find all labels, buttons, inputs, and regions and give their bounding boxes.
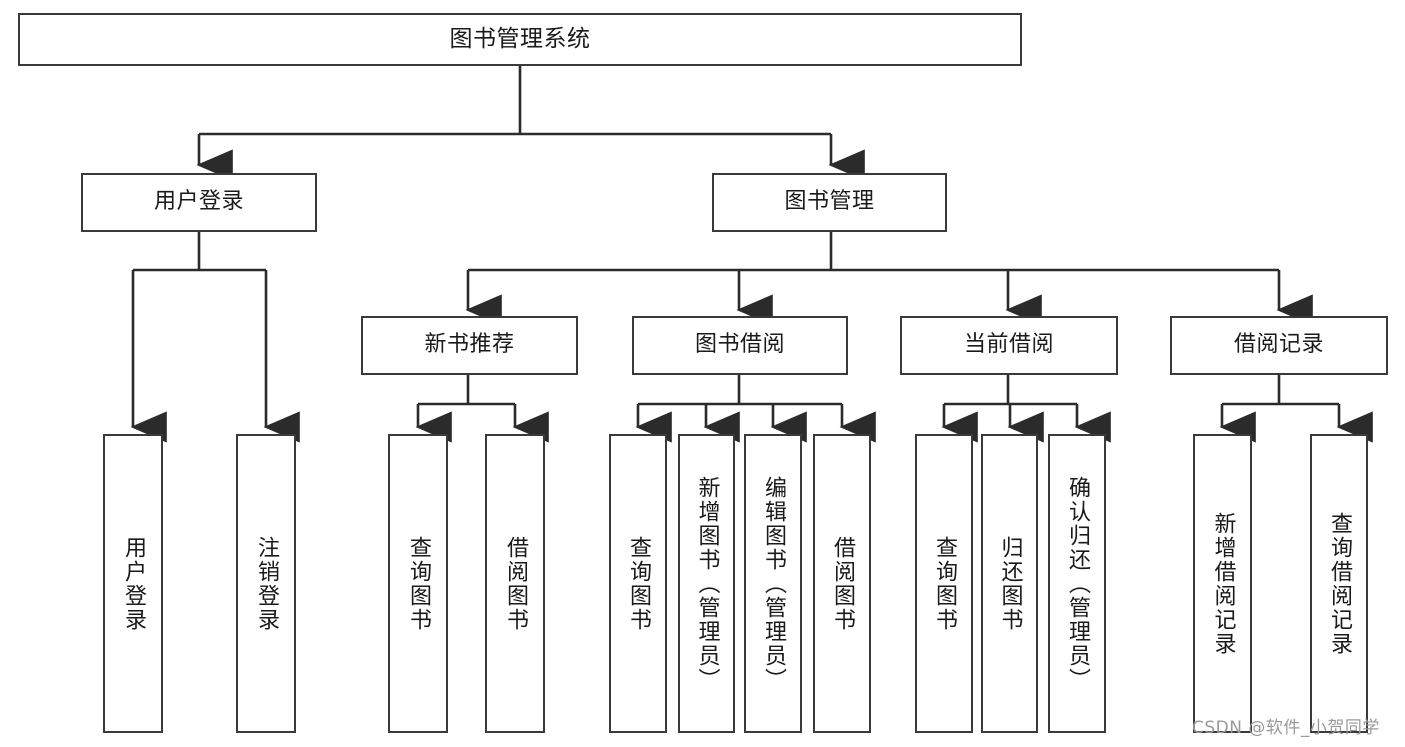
node-label: 新增借阅记录 (1210, 511, 1236, 656)
node-label: 查询图书 (626, 535, 651, 632)
node-new-book-recommend[interactable]: 新书推荐 (361, 316, 578, 375)
leaf-user-login-login[interactable]: 用户登录 (103, 434, 163, 733)
node-label: 确认归还（管理员） (1065, 475, 1090, 692)
node-label: 查询图书 (932, 535, 957, 632)
leaf-current-borrow-confirm-return-admin[interactable]: 确认归还（管理员） (1048, 434, 1106, 733)
leaf-new-book-query-book[interactable]: 查询图书 (388, 434, 448, 733)
node-user-login[interactable]: 用户登录 (81, 173, 317, 232)
node-label: 注销登录 (254, 535, 279, 632)
leaf-borrow-record-query-record[interactable]: 查询借阅记录 (1310, 434, 1368, 733)
leaf-book-borrow-borrow-book[interactable]: 借阅图书 (813, 434, 871, 733)
node-label: 归还图书 (997, 535, 1023, 632)
node-label: 新增图书（管理员） (694, 475, 720, 692)
node-label: 借阅图书 (503, 535, 528, 632)
leaf-borrow-record-add-record[interactable]: 新增借阅记录 (1193, 434, 1252, 733)
node-label: 图书管理系统 (449, 25, 591, 52)
node-label: 图书管理 (784, 189, 875, 215)
node-label: 当前借阅 (963, 332, 1054, 358)
node-label: 用户登录 (153, 189, 244, 215)
leaf-current-borrow-query-book[interactable]: 查询图书 (915, 434, 973, 733)
node-borrow-record[interactable]: 借阅记录 (1170, 316, 1388, 375)
node-label: 查询借阅记录 (1327, 511, 1352, 656)
leaf-book-borrow-query-book[interactable]: 查询图书 (609, 434, 667, 733)
node-book-management-system[interactable]: 图书管理系统 (18, 13, 1022, 66)
node-label: 查询图书 (406, 535, 431, 632)
node-label: 新书推荐 (424, 332, 515, 358)
node-book-borrow[interactable]: 图书借阅 (632, 316, 848, 375)
leaf-book-borrow-add-book-admin[interactable]: 新增图书（管理员） (678, 434, 735, 733)
node-label: 借阅记录 (1233, 332, 1324, 358)
node-book-management[interactable]: 图书管理 (712, 173, 947, 232)
node-label: 借阅图书 (830, 535, 855, 632)
watermark-text: CSDN @软件_小贺同学 (1192, 718, 1380, 738)
node-label: 编辑图书（管理员） (761, 475, 786, 692)
node-label: 用户登录 (121, 535, 146, 632)
leaf-user-login-logout[interactable]: 注销登录 (236, 434, 296, 733)
leaf-current-borrow-return-book[interactable]: 归还图书 (981, 434, 1038, 733)
leaf-book-borrow-edit-book-admin[interactable]: 编辑图书（管理员） (744, 434, 802, 733)
leaf-new-book-borrow-book[interactable]: 借阅图书 (485, 434, 545, 733)
node-label: 图书借阅 (694, 332, 785, 358)
node-current-borrow[interactable]: 当前借阅 (900, 316, 1118, 375)
